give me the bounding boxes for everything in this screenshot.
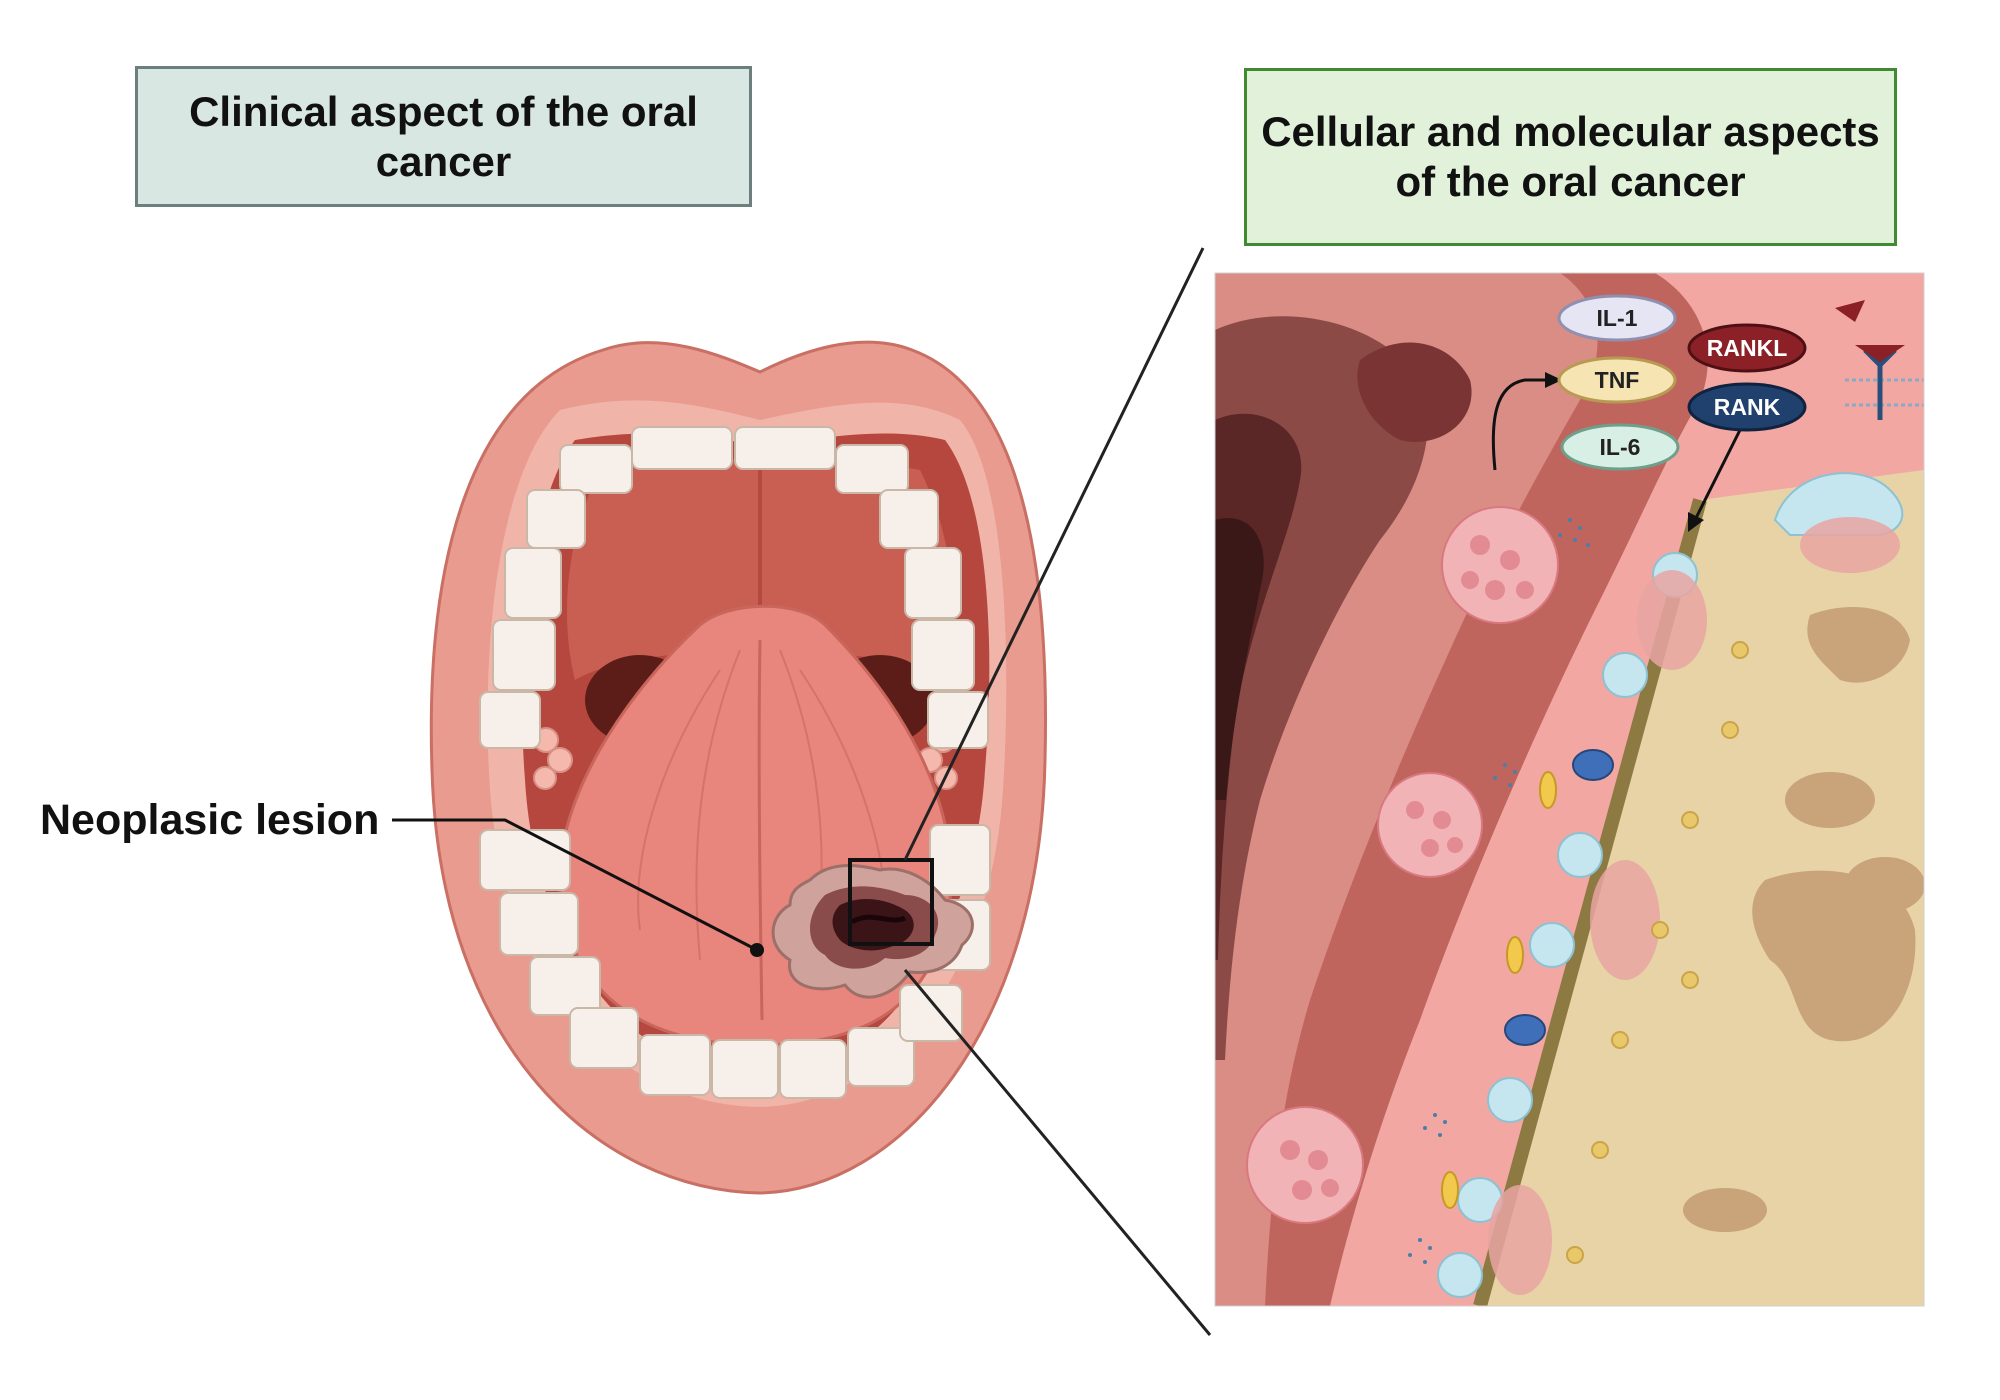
pill-il6 [1560,423,1680,471]
clinical-aspect-title-box: Clinical aspect of the oral cancer [135,66,752,207]
bone-tissue [1480,470,1924,1306]
cellular-panel [1215,273,1924,1306]
pill-tnf [1557,356,1677,404]
secretion-arrow [1491,378,1545,471]
zoom-line-top [903,247,1205,861]
pill-rankl [1687,323,1807,373]
neoplasic-lesion-label: Neoplasic lesion [40,796,380,844]
clinical-aspect-title: Clinical aspect of the oral cancer [189,87,698,185]
zoom-line-bottom [903,969,1212,1336]
pill-il6-text: IL-6 [1600,434,1641,460]
pill-il1 [1557,294,1677,342]
osteocytes [1566,641,1749,1264]
upper-teeth [479,426,989,749]
lower-teeth [479,824,991,1099]
cytokine-pills: IL-1 TNF IL-6 [1557,294,1680,471]
pill-rank-text: RANK [1714,394,1781,420]
cellular-aspect-title-box: Cellular and molecular aspects of the or… [1244,68,1897,246]
cellular-aspect-title: Cellular and molecular aspects of the or… [1261,108,1880,205]
lesion-pointer [392,818,764,957]
receptor-icon [1835,300,1924,420]
rank-arrow [1693,429,1742,521]
zoom-box [848,858,934,946]
pill-tnf-text: TNF [1595,367,1640,393]
lesion [771,864,974,999]
mouth-illustration [429,340,1047,1195]
receptor-pills: RANKL RANK [1687,323,1807,432]
pill-il1-text: IL-1 [1597,305,1638,331]
pill-rankl-text: RANKL [1707,335,1788,361]
pill-rank [1687,382,1807,432]
